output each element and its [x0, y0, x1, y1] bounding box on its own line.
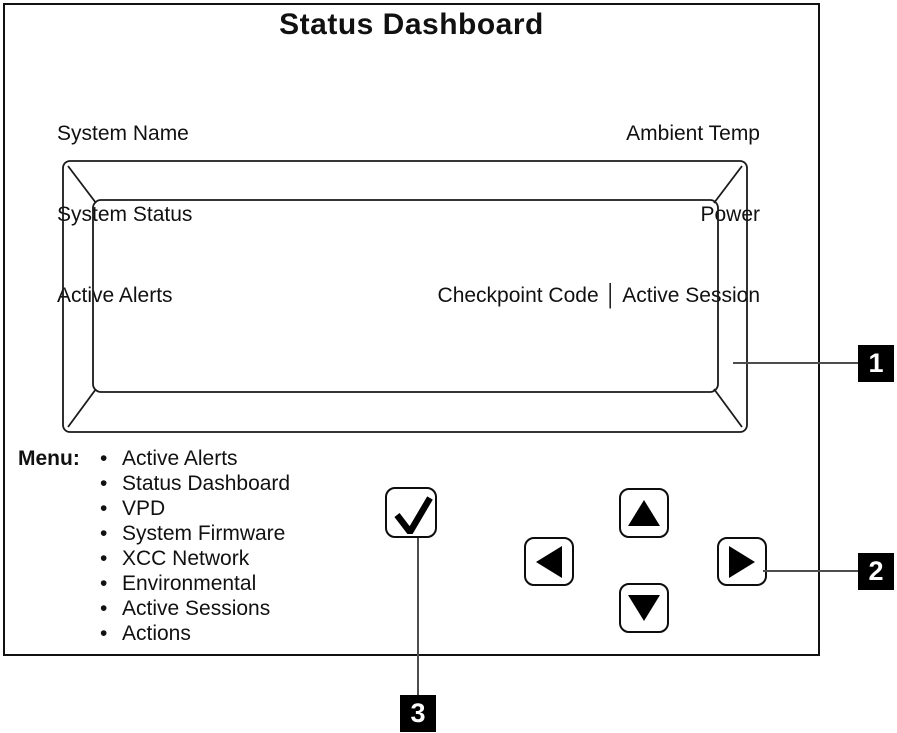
callout-2-leader-line	[763, 570, 858, 572]
menu-item-xcc-network: XCC Network	[100, 546, 290, 571]
label-checkpoint-active-session: Checkpoint Code │ Active Session	[437, 284, 760, 307]
arrow-up-icon	[628, 500, 660, 526]
page-title: Status Dashboard	[279, 8, 544, 41]
callout-2-badge: 2	[858, 553, 894, 590]
menu-item-environmental: Environmental	[100, 571, 290, 596]
callout-3-badge: 3	[400, 695, 436, 732]
arrow-left-icon	[536, 545, 562, 578]
callout-1-badge: 1	[858, 345, 894, 382]
lcd-outer-bezel	[62, 160, 748, 433]
lcd-display	[62, 160, 748, 433]
lcd-left-field-labels: System Name System Status Active Alerts	[57, 66, 192, 363]
label-power: Power	[700, 203, 760, 226]
lcd-right-field-labels: Ambient Temp Power Checkpoint Code │ Act…	[438, 66, 760, 363]
menu-item-status-dashboard: Status Dashboard	[100, 471, 290, 496]
scroll-right-button[interactable]	[717, 537, 767, 586]
label-active-alerts: Active Alerts	[57, 284, 173, 307]
scroll-up-button[interactable]	[619, 488, 669, 538]
menu-item-active-alerts: Active Alerts	[100, 446, 290, 471]
lcd-screen	[92, 199, 719, 393]
label-system-status: System Status	[57, 203, 193, 226]
arrow-right-icon	[729, 545, 755, 578]
menu-list: Active Alerts Status Dashboard VPD Syste…	[100, 446, 290, 646]
menu-item-vpd: VPD	[100, 496, 290, 521]
label-system-name: System Name	[57, 122, 189, 145]
menu-item-actions: Actions	[100, 621, 290, 646]
menu-label: Menu:	[18, 447, 80, 470]
checkmark-icon	[394, 495, 433, 534]
menu-item-system-firmware: System Firmware	[100, 521, 290, 546]
menu-section: Menu: Active Alerts Status Dashboard VPD…	[18, 446, 290, 646]
menu-item-active-sessions: Active Sessions	[100, 596, 290, 621]
arrow-down-icon	[628, 595, 660, 621]
label-ambient-temp: Ambient Temp	[626, 122, 760, 145]
scroll-left-button[interactable]	[524, 537, 574, 586]
callout-1-leader-line	[733, 362, 858, 364]
callout-3-leader-line	[417, 538, 419, 695]
select-button[interactable]	[385, 487, 437, 538]
scroll-down-button[interactable]	[619, 583, 669, 633]
